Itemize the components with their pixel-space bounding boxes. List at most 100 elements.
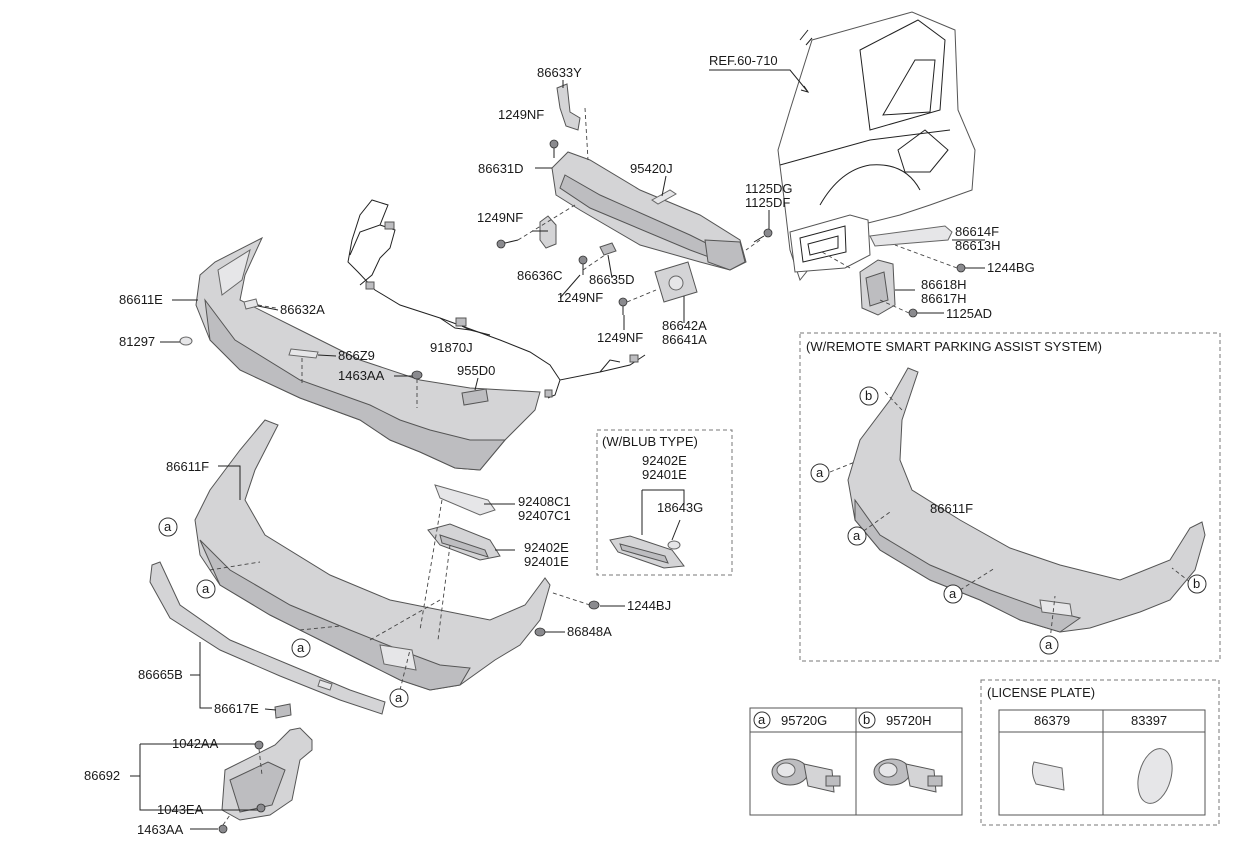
label-86641a: 86641A [662,332,707,347]
side-brackets [821,225,966,318]
label-1125df: 1125DF [745,195,790,210]
label-92402e-b: 92402E [642,453,687,468]
sensor-b-marker: b [858,711,876,729]
sensor-95720h-drawing [873,758,943,793]
license-plate-title: (LICENSE PLATE) [987,685,1095,700]
bumper-cover-lower [194,419,551,691]
rspa-marker-a-4: a [1039,635,1059,655]
vehicle-body-reference [777,11,976,282]
bolt-1249nf-c [578,255,588,275]
rspa-marker-a-3: a [943,584,963,604]
label-18643g: 18643G [657,500,703,515]
leader-lines [130,80,985,830]
label-1244bg: 1244BG [987,260,1035,275]
label-1043ea: 1043EA [157,802,204,817]
reflector-parts [274,484,600,719]
bolt-1249nf-d [618,297,628,315]
sensor-a-part: 95720G [781,713,827,728]
part-labels: 86633Y 1249NF 86631D 95420J 1249NF 86636… [84,65,1035,837]
svg-text:a: a [949,586,957,601]
wiring-harness [347,199,646,399]
bolt-1249nf-b [496,239,519,249]
svg-text:a: a [297,640,305,655]
sensor-table: a 95720G b 95720H [749,707,963,816]
sensor-a-marker: a [753,711,771,729]
marker-a-4: a [389,688,409,708]
label-86613h: 86613H [955,238,1001,253]
label-1249nf-b: 1249NF [477,210,523,225]
svg-text:a: a [816,465,824,480]
bumper-cover-upper [179,236,541,471]
label-86848a: 86848A [567,624,612,639]
label-86665b: 86665B [138,667,183,682]
label-92401e-a: 92401E [524,554,569,569]
svg-text:a: a [164,519,172,534]
bolt-1125dg [753,228,773,243]
label-955d0: 955D0 [457,363,495,378]
license-part-83397: 83397 [1131,713,1167,728]
license-plate-box: (LICENSE PLATE) 86379 83397 [980,679,1220,826]
label-86611f-a: 86611F [166,459,209,474]
rspa-title: (W/REMOTE SMART PARKING ASSIST SYSTEM) [806,339,1102,354]
rspa-marker-a-1: a [810,463,830,483]
label-92408c1: 92408C1 [518,494,571,509]
svg-text:b: b [865,388,872,403]
label-86614f: 86614F [955,224,999,239]
label-1463aa-b: 1463AA [137,822,184,837]
label-1249nf-d: 1249NF [597,330,643,345]
blub-type-box: (W/BLUB TYPE) 92402E 92401E 18643G [596,429,733,576]
side-bracket-86692 [218,727,313,834]
label-92402e-a: 92402E [524,540,569,555]
label-92407c1: 92407C1 [518,508,571,523]
label-95420j: 95420J [630,161,673,176]
svg-text:b: b [1193,576,1200,591]
sensor-b-part: 95720H [886,713,932,728]
label-86636c: 86636C [517,268,563,283]
marker-a-1: a [158,517,178,537]
sensor-95720g-drawing [771,758,841,793]
svg-text:a: a [758,712,766,727]
marker-a-2: a [196,579,216,599]
svg-text:a: a [202,581,210,596]
label-81297: 81297 [119,334,155,349]
label-86635d: 86635D [589,272,635,287]
label-1125ad: 1125AD [946,306,992,321]
svg-text:b: b [863,712,870,727]
rspa-marker-b-1: b [859,386,879,406]
label-1244bj: 1244BJ [627,598,671,613]
license-grommet-drawing [1137,748,1173,804]
bumper-beam-assembly [496,83,773,315]
label-1249nf-c: 1249NF [557,290,603,305]
svg-text:a: a [395,690,403,705]
label-91870j: 91870J [430,340,473,355]
svg-text:a: a [1045,637,1053,652]
rspa-marker-a-2: a [847,526,867,546]
label-86692: 86692 [84,768,120,783]
bolt-1249nf-a [549,139,559,158]
label-92401e-b: 92401E [642,467,687,482]
label-86633y: 86633Y [537,65,582,80]
label-1042aa: 1042AA [172,736,219,751]
label-86642a: 86642A [662,318,707,333]
label-1463aa-a: 1463AA [338,368,385,383]
marker-a-3: a [291,638,311,658]
label-86617h: 86617H [921,291,967,306]
blub-type-title: (W/BLUB TYPE) [602,434,698,449]
label-1125dg: 1125DG [745,181,792,196]
label-86611f-b: 86611F [930,501,973,516]
svg-text:a: a [853,528,861,543]
license-part-86379: 86379 [1034,713,1070,728]
label-1249nf-a: 1249NF [498,107,544,122]
label-866z9: 866Z9 [338,348,375,363]
label-86631d: 86631D [478,161,524,176]
label-86618h: 86618H [921,277,967,292]
ref-label: REF.60-710 [709,53,778,68]
license-lamp-drawing [1031,761,1065,791]
label-86617e: 86617E [214,701,259,716]
label-86632a: 86632A [280,302,325,317]
rspa-box: (W/REMOTE SMART PARKING ASSIST SYSTEM) 8… [799,332,1221,662]
rspa-marker-b-2: b [1187,574,1207,594]
lower-trim [149,561,386,715]
label-86611e: 86611E [119,292,163,307]
